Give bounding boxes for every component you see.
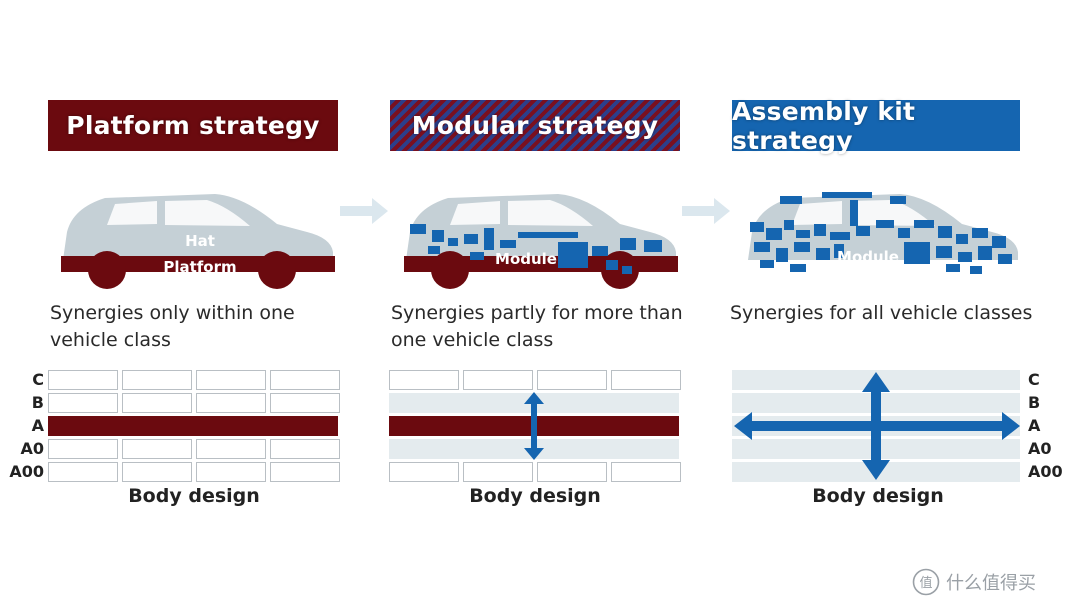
grid-cell bbox=[389, 462, 459, 482]
grid-cell bbox=[196, 462, 266, 482]
grid-cell bbox=[122, 462, 192, 482]
car-window bbox=[450, 201, 500, 225]
rear-wheel bbox=[431, 251, 469, 289]
platform-strategy-title: Platform strategy bbox=[66, 111, 320, 140]
grid-cell bbox=[270, 370, 340, 390]
vertical-double-arrow bbox=[524, 392, 544, 460]
class-label-c: C bbox=[1028, 370, 1040, 389]
platform-car-illustration: Hat Platform bbox=[61, 194, 335, 289]
class-label-a: A bbox=[31, 416, 44, 435]
assembly-body-design-label: Body design bbox=[812, 485, 944, 507]
modular-body-design-label: Body design bbox=[469, 485, 601, 507]
watermark: 值 什么值得买 bbox=[912, 567, 1036, 597]
caption-line: Synergies only within one bbox=[50, 302, 295, 324]
class-row-a00 bbox=[48, 462, 340, 482]
platform-label: Platform bbox=[163, 258, 236, 276]
class-row-a00 bbox=[389, 462, 681, 482]
grid-cell bbox=[463, 370, 533, 390]
watermark-text: 什么值得买 bbox=[946, 573, 1036, 594]
assembly-caption: Synergies for all vehicle classes bbox=[730, 300, 1060, 327]
class-label-a00: A00 bbox=[1028, 462, 1063, 481]
next-stage-arrow bbox=[340, 198, 388, 224]
module-blocks bbox=[750, 192, 1012, 274]
grid-cell bbox=[196, 370, 266, 390]
grid-cell bbox=[270, 462, 340, 482]
class-row-b bbox=[48, 393, 340, 413]
front-wheel bbox=[258, 251, 296, 289]
class-label-b: B bbox=[31, 393, 44, 412]
assembly-kit-strategy-banner: Assembly kit strategy bbox=[732, 97, 1020, 155]
grid-cell bbox=[196, 439, 266, 459]
rear-wheel bbox=[88, 251, 126, 289]
grid-cell bbox=[611, 370, 681, 390]
grid-cell bbox=[48, 370, 118, 390]
assembly-kit-car-illustration: Module bbox=[748, 192, 1018, 274]
watermark-logo-text: 值 bbox=[919, 575, 932, 591]
assembly-kit-strategy-title: Assembly kit strategy bbox=[732, 96, 916, 155]
grid-cell bbox=[122, 439, 192, 459]
car-window bbox=[508, 200, 593, 226]
class-label-a0: A0 bbox=[20, 439, 44, 458]
class-label-a: A bbox=[1028, 416, 1041, 435]
module-label: Module bbox=[837, 248, 899, 266]
platform-caption: Synergies only within one vehicle class bbox=[50, 300, 380, 354]
four-way-arrow bbox=[734, 372, 1020, 480]
car-window bbox=[850, 200, 935, 226]
grid-cell bbox=[48, 439, 118, 459]
assembly-class-grid bbox=[732, 370, 1024, 482]
grid-cell bbox=[122, 393, 192, 413]
platform-strategy-banner: Platform strategy bbox=[48, 100, 338, 151]
caption-line: Synergies for all vehicle classes bbox=[730, 302, 1033, 324]
caption-line: vehicle class bbox=[50, 329, 171, 351]
grid-cell bbox=[611, 462, 681, 482]
car-window bbox=[107, 201, 157, 225]
modular-strategy-title: Modular strategy bbox=[411, 111, 659, 140]
class-row-a bbox=[48, 416, 340, 436]
grid-cell bbox=[463, 462, 533, 482]
next-stage-arrow bbox=[682, 198, 730, 224]
platform-band-a bbox=[48, 416, 338, 436]
class-label-b: B bbox=[1028, 393, 1041, 412]
vehicle-class-labels-right: C B A A0 A00 bbox=[1028, 370, 1078, 482]
grid-cell bbox=[122, 370, 192, 390]
grid-cell bbox=[48, 393, 118, 413]
module-label: Module bbox=[495, 250, 557, 268]
watermark-logo-icon: 值 bbox=[912, 568, 940, 596]
caption-line: one vehicle class bbox=[391, 329, 554, 351]
class-row-c bbox=[389, 370, 681, 390]
vehicle-class-labels-left: C B A A0 A00 bbox=[0, 370, 44, 482]
caption-line: Synergies partly for more than bbox=[391, 302, 683, 324]
platform-body-design-label: Body design bbox=[128, 485, 260, 507]
modular-car-illustration: Module bbox=[404, 194, 678, 289]
car-window bbox=[792, 201, 842, 225]
modular-caption: Synergies partly for more than one vehic… bbox=[391, 300, 721, 354]
grid-cell bbox=[537, 462, 607, 482]
class-label-a00: A00 bbox=[9, 462, 44, 481]
class-row-a0 bbox=[48, 439, 340, 459]
car-window bbox=[165, 200, 250, 226]
modular-class-grid bbox=[389, 370, 681, 482]
grid-cell bbox=[270, 439, 340, 459]
class-row-c bbox=[48, 370, 340, 390]
class-label-c: C bbox=[32, 370, 44, 389]
hat-label: Hat bbox=[185, 232, 215, 250]
modular-strategy-banner: Modular strategy bbox=[390, 100, 680, 151]
module-blocks bbox=[410, 224, 662, 274]
grid-cell bbox=[537, 370, 607, 390]
grid-cell bbox=[48, 462, 118, 482]
class-label-a0: A0 bbox=[1028, 439, 1052, 458]
grid-cell bbox=[389, 370, 459, 390]
grid-cell bbox=[270, 393, 340, 413]
platform-class-grid bbox=[48, 370, 340, 482]
grid-cell bbox=[196, 393, 266, 413]
